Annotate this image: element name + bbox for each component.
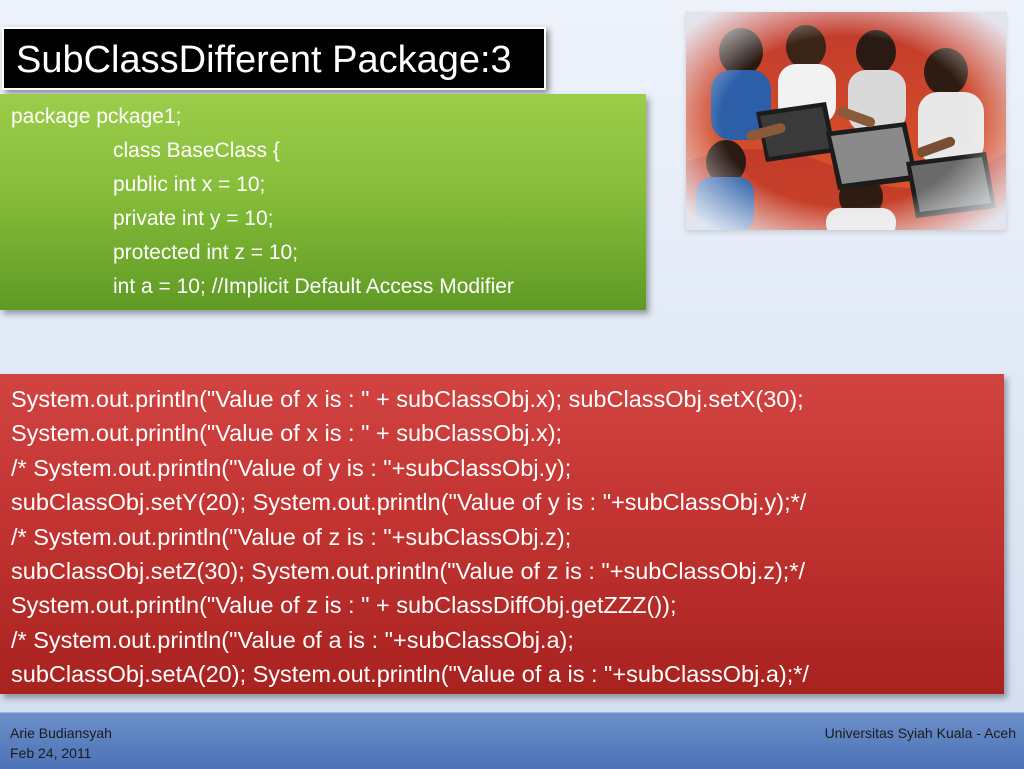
code-line: subClassObj.setZ(30); System.out.println… (11, 557, 805, 584)
code-line: public int x = 10; (113, 173, 266, 196)
code-line: subClassObj.setA(20); System.out.println… (11, 661, 809, 688)
slide-footer: Arie Budiansyah Feb 24, 2011 Universitas… (0, 712, 1024, 769)
footer-university: Universitas Syiah Kuala - Aceh (824, 725, 1016, 741)
code-line: System.out.println("Value of x is : " + … (11, 420, 563, 447)
code-line: subClassObj.setY(20); System.out.println… (11, 489, 807, 516)
subclass-code-box: System.out.println("Value of x is : " + … (0, 374, 1004, 694)
code-line: System.out.println("Value of z is : " + … (11, 592, 677, 619)
code-line: private int y = 10; (113, 207, 274, 230)
base-class-code-box: package pckage1; class BaseClass { publi… (0, 94, 646, 310)
children-with-laptops-photo (686, 12, 1006, 230)
code-line: protected int z = 10; (113, 241, 299, 264)
code-line: /* System.out.println("Value of y is : "… (11, 454, 572, 481)
code-line: class BaseClass { (113, 139, 280, 162)
slide-title: SubClassDifferent Package:3 (2, 27, 546, 90)
code-line: int a = 10; //Implicit Default Access Mo… (113, 275, 514, 298)
code-line: /* System.out.println("Value of z is : "… (11, 523, 572, 550)
footer-date: Feb 24, 2011 (10, 745, 92, 761)
code-line: /* System.out.println("Value of a is : "… (11, 626, 574, 653)
code-line: package pckage1; (11, 105, 182, 128)
footer-author: Arie Budiansyah (10, 725, 112, 741)
code-line: System.out.println("Value of x is : " + … (11, 386, 804, 412)
